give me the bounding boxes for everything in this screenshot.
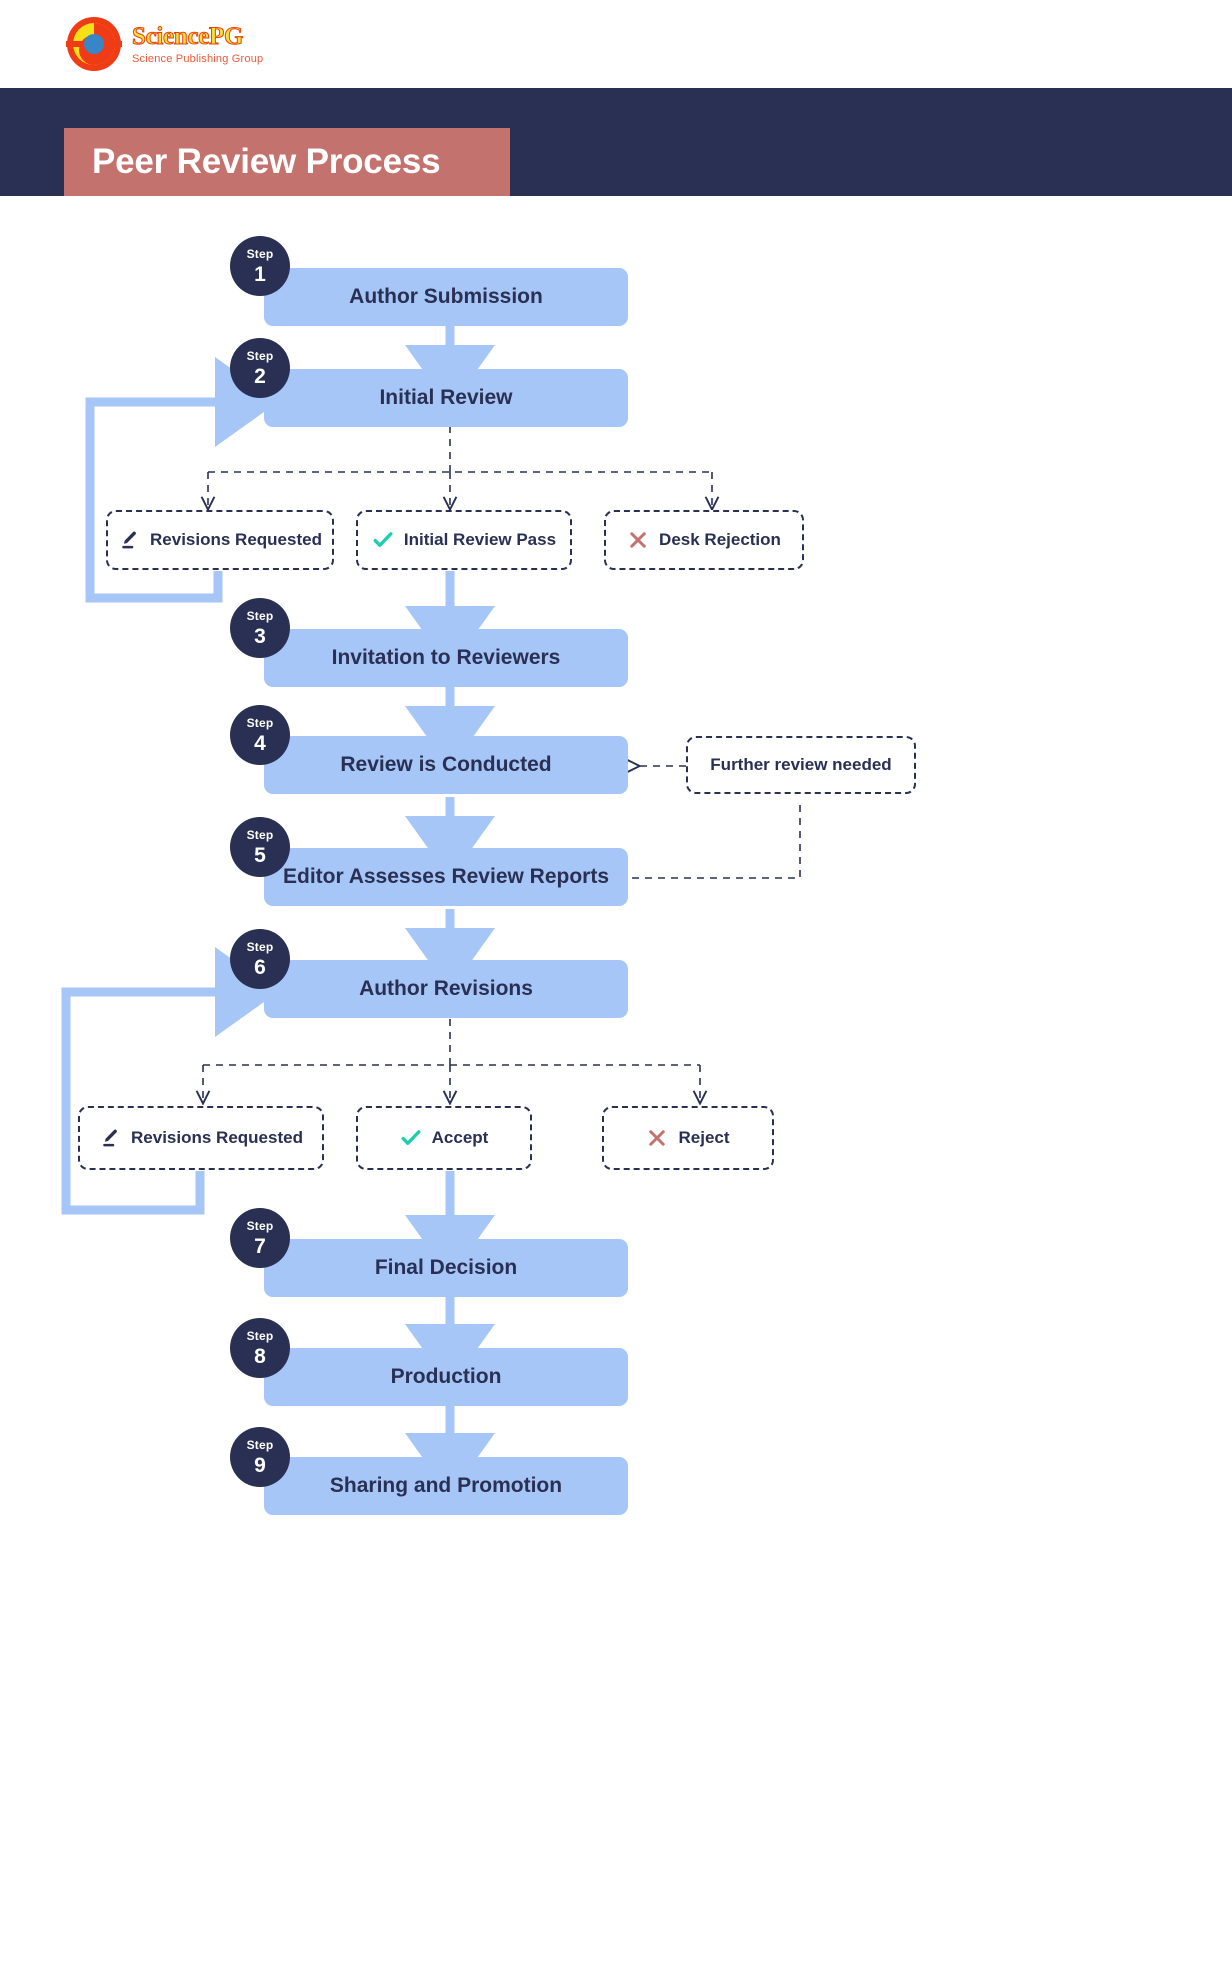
branch-box-reject[interactable]: Reject: [602, 1106, 774, 1170]
step-word: Step: [246, 1437, 274, 1452]
step-badge-6: Step 6: [230, 929, 290, 989]
step-number: 9: [254, 1453, 266, 1477]
step-badge-9: Step 9: [230, 1427, 290, 1487]
step-number: 7: [254, 1234, 266, 1258]
step-number: 5: [254, 843, 266, 867]
step-box-sharing-and-promotion[interactable]: Sharing and Promotion: [264, 1457, 628, 1515]
logo-bar: SciencePG Science Publishing Group: [0, 0, 1232, 88]
branch-box-desk-rejection[interactable]: Desk Rejection: [604, 510, 804, 570]
step-word: Step: [246, 608, 274, 623]
step-badge-3: Step 3: [230, 598, 290, 658]
step-label: Production: [390, 1365, 502, 1388]
step-box-author-submission[interactable]: Author Submission: [264, 268, 628, 326]
step-label: Final Decision: [374, 1256, 518, 1279]
step-badge-4: Step 4: [230, 705, 290, 765]
step-label: Sharing and Promotion: [329, 1474, 563, 1497]
step-number: 8: [254, 1344, 266, 1368]
check-icon: [400, 1127, 422, 1149]
step-box-author-revisions[interactable]: Author Revisions: [264, 960, 628, 1018]
branch-box-revisions-requested-1[interactable]: Revisions Requested: [106, 510, 334, 570]
branch-label: Initial Review Pass: [403, 530, 557, 549]
step-label: Editor Assesses Review Reports: [282, 865, 610, 888]
step-box-initial-review[interactable]: Initial Review: [264, 369, 628, 427]
step-word: Step: [246, 939, 274, 954]
step-number: 6: [254, 955, 266, 979]
step-box-editor-assesses-review-reports[interactable]: Editor Assesses Review Reports: [264, 848, 628, 906]
cross-icon: [646, 1127, 668, 1149]
logo-wordmark: SciencePG: [131, 22, 244, 50]
note-box-further-review-needed[interactable]: Further review needed: [686, 736, 916, 794]
step-badge-8: Step 8: [230, 1318, 290, 1378]
step-number: 2: [254, 364, 266, 388]
step-box-review-is-conducted[interactable]: Review is Conducted: [264, 736, 628, 794]
step-word: Step: [246, 246, 274, 261]
page-title-box: Peer Review Process: [64, 128, 510, 196]
step-label: Initial Review: [379, 386, 513, 409]
step-label: Author Submission: [349, 285, 543, 308]
step-box-final-decision[interactable]: Final Decision: [264, 1239, 628, 1297]
step-badge-5: Step 5: [230, 817, 290, 877]
check-icon: [372, 529, 394, 551]
step-number: 3: [254, 624, 266, 648]
step-number: 1: [254, 262, 266, 286]
step-label: Review is Conducted: [340, 753, 552, 776]
cross-icon: [627, 529, 649, 551]
step-number: 4: [254, 731, 266, 755]
page-title: Peer Review Process: [92, 142, 441, 181]
step-word: Step: [246, 827, 274, 842]
branch-label: Revisions Requested: [150, 530, 322, 549]
step-word: Step: [246, 1328, 274, 1343]
step-box-production[interactable]: Production: [264, 1348, 628, 1406]
branch-box-revisions-requested-2[interactable]: Revisions Requested: [78, 1106, 324, 1170]
logo-tagline: Science Publishing Group: [132, 52, 264, 65]
pencil-icon: [99, 1127, 121, 1149]
step-word: Step: [246, 715, 274, 730]
note-label: Further review needed: [710, 755, 892, 774]
branch-box-accept[interactable]: Accept: [356, 1106, 532, 1170]
branch-box-initial-review-pass[interactable]: Initial Review Pass: [356, 510, 572, 570]
branch-label: Reject: [678, 1128, 730, 1147]
step-badge-2: Step 2: [230, 338, 290, 398]
branch-label: Accept: [431, 1128, 489, 1147]
flow-connectors: [61, 326, 801, 1496]
step-badge-1: Step 1: [230, 236, 290, 296]
step-box-invitation-to-reviewers[interactable]: Invitation to Reviewers: [264, 629, 628, 687]
flowchart: Step 1 Author Submission Step 2 Initial …: [0, 196, 1232, 1986]
brand-logo[interactable]: SciencePG Science Publishing Group: [66, 16, 263, 72]
step-word: Step: [246, 348, 274, 363]
concentric-target-icon: [66, 16, 122, 72]
branch-label: Revisions Requested: [131, 1128, 303, 1147]
branch-label: Desk Rejection: [659, 530, 781, 549]
step-word: Step: [246, 1218, 274, 1233]
step-label: Invitation to Reviewers: [331, 646, 561, 669]
step-badge-7: Step 7: [230, 1208, 290, 1268]
pencil-icon: [118, 529, 140, 551]
step-label: Author Revisions: [359, 977, 533, 1000]
